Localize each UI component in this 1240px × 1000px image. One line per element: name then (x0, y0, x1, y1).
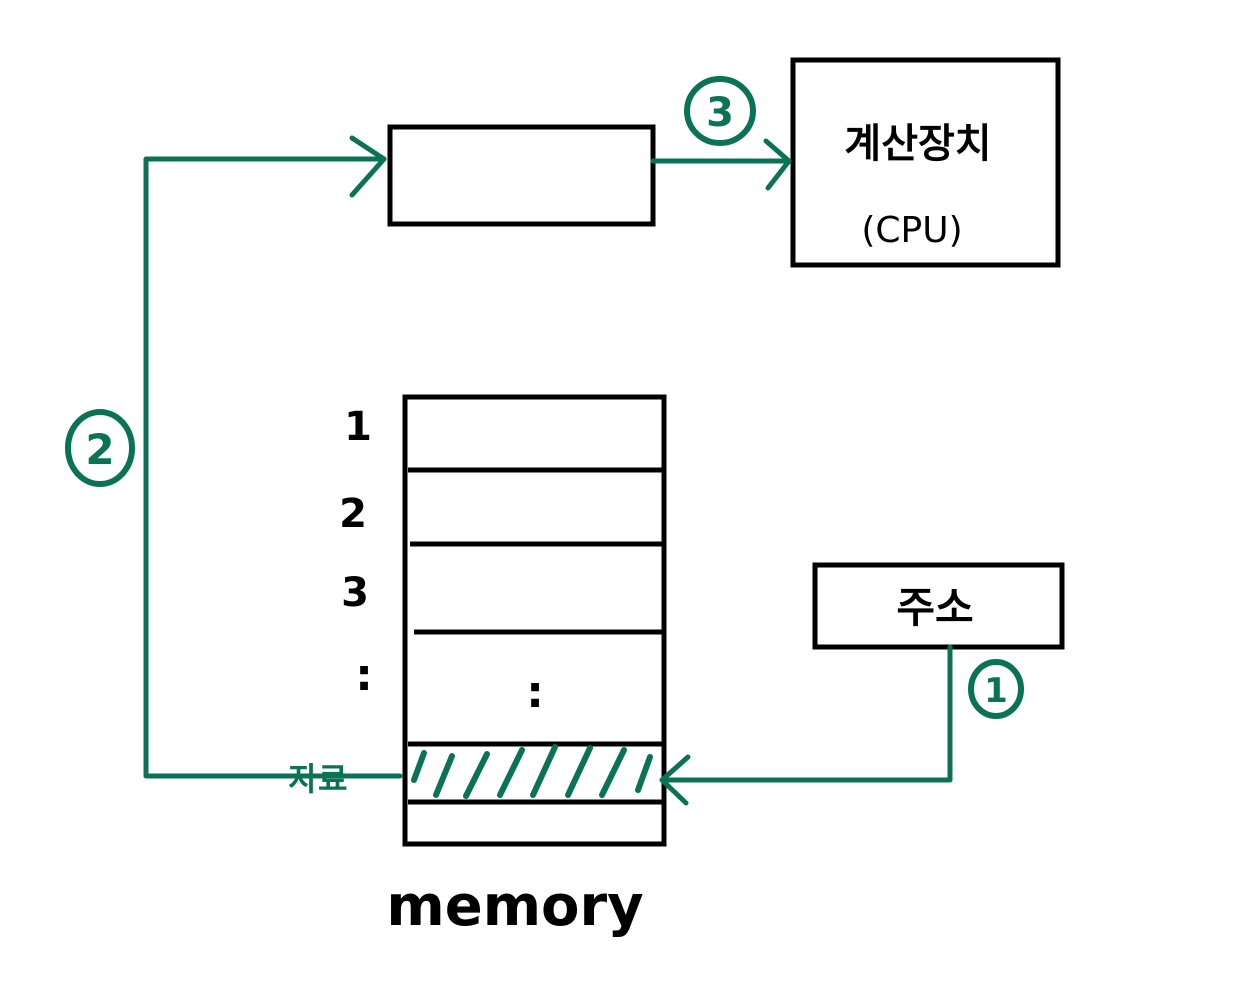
memory-caption: memory (386, 874, 643, 939)
step-1-number: 1 (984, 671, 1008, 711)
step-marker-1: 1 (968, 659, 1024, 719)
row-label-3: 3 (341, 570, 369, 616)
address-box (812, 562, 1065, 650)
row-label-2: 2 (339, 491, 367, 537)
row-label-1: 1 (344, 404, 372, 450)
flow-arrows (143, 135, 953, 806)
step-2-number: 2 (85, 425, 114, 474)
memory-ellipsis: : (526, 667, 544, 718)
step-marker-3: 3 (684, 76, 756, 146)
arrowhead-address-to-memory (659, 754, 691, 806)
address-label: 주소 (896, 583, 973, 632)
arrowhead-memory-to-register (349, 135, 387, 198)
memory-block: : (402, 394, 667, 847)
cpu-label-english: (CPU) (861, 210, 962, 251)
row-label-ellipsis: : (355, 650, 373, 701)
arrow-memory-to-register (143, 156, 403, 779)
step-marker-2: 2 (65, 409, 135, 487)
data-label: 자료 (289, 760, 348, 798)
cpu-box (790, 57, 1061, 268)
memory-outline (402, 394, 667, 847)
step-3-number: 3 (706, 90, 734, 136)
selected-cell-hatching (411, 744, 653, 799)
cpu-label-korean: 계산장치 (844, 121, 991, 167)
arrowhead-register-to-cpu (763, 138, 792, 191)
arrow-address-to-memory (659, 644, 953, 783)
register-box (387, 124, 656, 227)
